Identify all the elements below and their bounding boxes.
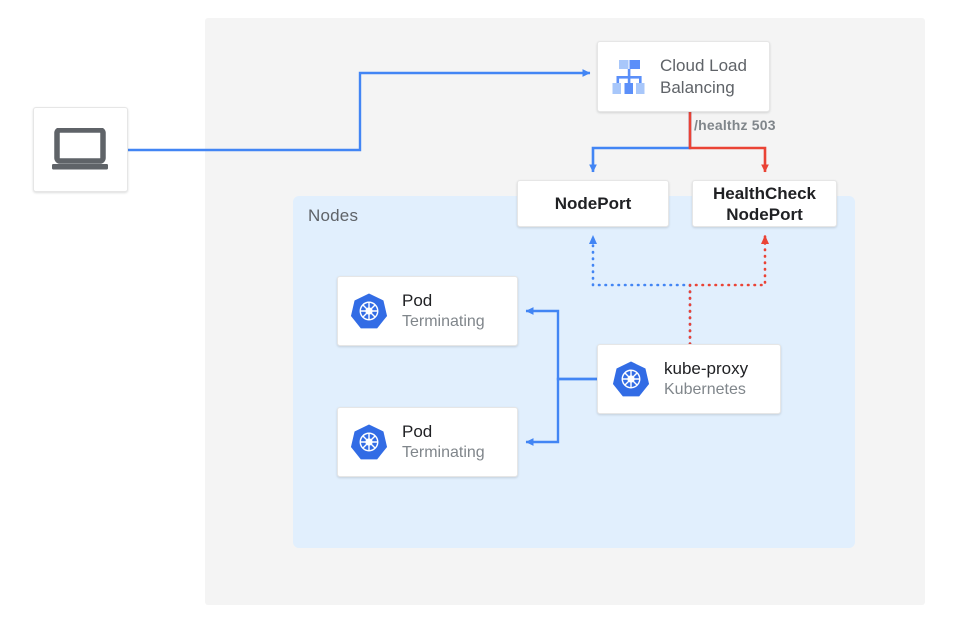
pod-label-1: Pod Terminating — [402, 290, 485, 332]
kube-proxy-title: kube-proxy — [664, 359, 749, 378]
kubernetes-icon — [350, 293, 388, 329]
laptop-icon — [52, 128, 108, 170]
cloud-load-balancing-node[interactable]: Cloud Load Balancing — [597, 41, 770, 112]
cloud-load-balancing-label: Cloud Load Balancing — [660, 55, 747, 99]
healthcheck-nodeport-line1: HealthCheck — [713, 183, 816, 203]
pod-node-2[interactable]: Pod Terminating — [337, 407, 518, 477]
pod-title-2: Pod — [402, 422, 433, 441]
nodes-group-label: Nodes — [308, 206, 359, 225]
healthcheck-nodeport-line2: NodePort — [726, 204, 803, 224]
pod-node-1[interactable]: Pod Terminating — [337, 276, 518, 346]
cloud-load-balancing-line1: Cloud Load — [660, 55, 747, 75]
healthcheck-nodeport-label: HealthCheck NodePort — [713, 183, 816, 225]
pod-label-2: Pod Terminating — [402, 421, 485, 463]
kubernetes-icon — [350, 424, 388, 460]
kube-proxy-node[interactable]: kube-proxy Kubernetes — [597, 344, 781, 414]
pod-status-2: Terminating — [402, 444, 485, 461]
healthcheck-nodeport-node[interactable]: HealthCheck NodePort — [692, 180, 837, 227]
cloud-load-balancing-icon — [612, 59, 645, 94]
nodeport-node[interactable]: NodePort — [517, 180, 669, 227]
healthz-503-label: /healthz 503 — [694, 117, 776, 133]
kubernetes-icon — [612, 361, 650, 397]
kube-proxy-label: kube-proxy Kubernetes — [664, 358, 748, 400]
client-node[interactable] — [33, 107, 128, 192]
pod-title-1: Pod — [402, 291, 433, 310]
pod-status-1: Terminating — [402, 313, 485, 330]
nodeport-label: NodePort — [554, 194, 632, 213]
kube-proxy-subtitle: Kubernetes — [664, 381, 746, 398]
cloud-load-balancing-line2: Balancing — [660, 77, 735, 97]
